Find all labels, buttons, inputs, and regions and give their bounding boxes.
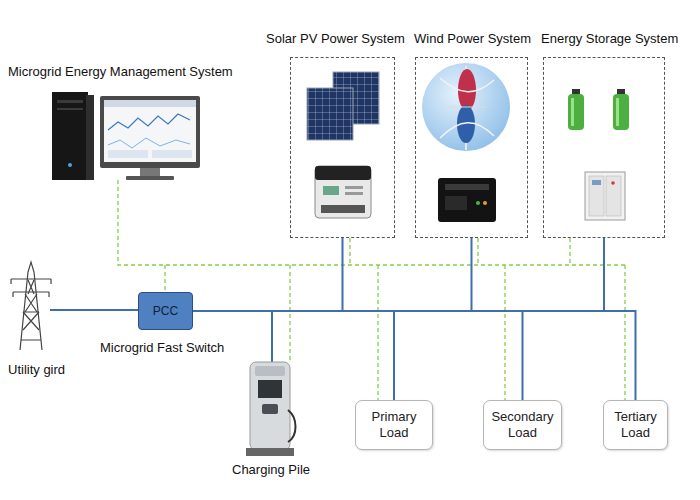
charge-controller: [315, 166, 371, 180]
ems-computer: [108, 150, 148, 158]
ems-computer: [57, 100, 83, 103]
load-box: Primary Load: [355, 400, 433, 450]
comm-line: [289, 265, 290, 360]
storage-cabinet: [585, 172, 625, 220]
utility-tower: [11, 262, 51, 350]
group-heading: Solar PV Power System: [266, 31, 405, 46]
switch-box: PCC: [138, 292, 193, 330]
comm-line: [118, 180, 628, 400]
charge-controller: [321, 205, 365, 213]
charging-pile: [246, 362, 296, 456]
wind-inverter: [483, 201, 487, 205]
text-label: Utility gird: [8, 362, 65, 377]
ems-computer: [86, 95, 94, 180]
utility-tower: [23, 280, 39, 330]
power-line: [193, 238, 604, 311]
power-line: [193, 238, 343, 311]
text-label: Charging Pile: [232, 462, 310, 477]
battery: [568, 89, 629, 130]
storage-cabinet: [611, 181, 615, 185]
load-box: Tertiary Load: [603, 400, 668, 450]
ems-computer: [68, 163, 72, 167]
ems-computer: [140, 168, 160, 176]
charging-pile: [262, 404, 278, 414]
ems-computer: [52, 92, 88, 180]
ems-computer: [108, 114, 190, 130]
solar-panel: [307, 88, 353, 140]
power-wire: [50, 309, 138, 311]
node-label: PCC: [153, 304, 178, 318]
battery: [568, 94, 584, 130]
system-group: Energy Storage System: [543, 57, 665, 238]
battery: [571, 98, 574, 126]
power-line: [193, 311, 636, 400]
connector-group: [193, 238, 636, 400]
ems-computer: [100, 96, 200, 168]
battery: [616, 98, 619, 126]
node-label: Secondary Load: [490, 409, 555, 442]
system-group: Solar PV Power System: [290, 57, 395, 238]
power-wire: [271, 310, 273, 362]
charge-controller: [345, 186, 363, 189]
ems-computer: [152, 150, 192, 158]
power-line: [193, 311, 394, 400]
comm-line: [624, 265, 625, 400]
comm-line: [477, 238, 478, 265]
charging-pile: [288, 410, 296, 442]
storage-cabinet: [606, 176, 621, 216]
wind-inverter: [476, 201, 480, 205]
solar-panel: [307, 72, 379, 140]
group-heading: Wind Power System: [414, 31, 531, 46]
wind-turbine: [440, 78, 494, 92]
charging-pile: [250, 362, 290, 450]
text-label: Microgrid Fast Switch: [100, 340, 224, 355]
comm-line: [377, 265, 378, 400]
power-line: [193, 238, 472, 311]
comm-line: [569, 238, 570, 265]
system-group: Wind Power System: [415, 57, 528, 238]
power-line: [193, 311, 523, 400]
wind-turbine: [422, 63, 510, 151]
ems-computer: [52, 92, 200, 180]
wind-turbine: [446, 107, 486, 108]
comm-line: [349, 238, 350, 265]
ems-computer: [104, 100, 196, 107]
load-box: Secondary Load: [483, 400, 562, 450]
wind-inverter: [445, 196, 467, 210]
utility-tower: [21, 312, 41, 340]
charge-controller: [315, 166, 371, 218]
ems-computer: [104, 100, 196, 162]
group-heading: Energy Storage System: [541, 31, 678, 46]
ems-computer: [126, 176, 174, 180]
charge-controller: [323, 186, 339, 195]
node-label: Primary Load: [362, 409, 426, 442]
ems-computer: [57, 108, 83, 110]
text-label: Microgrid Energy Management System: [8, 64, 233, 79]
charge-controller: [345, 192, 363, 195]
storage-cabinet: [585, 172, 625, 220]
charging-pile: [255, 366, 285, 376]
wind-turbine: [440, 123, 494, 138]
storage-cabinet: [589, 176, 604, 216]
comm-line: [164, 265, 165, 292]
wind-inverter: [438, 178, 496, 222]
charge-controller: [315, 166, 371, 218]
battery: [613, 94, 629, 130]
wind-inverter: [438, 178, 496, 222]
wind-turbine: [422, 63, 510, 151]
node-label: Tertiary Load: [610, 409, 661, 442]
comm-line: [504, 265, 505, 400]
wind-inverter: [445, 184, 489, 190]
storage-cabinet: [592, 180, 601, 185]
utility-tower: [20, 262, 42, 350]
comm-line: [118, 180, 628, 265]
charging-pile: [246, 448, 294, 456]
charging-pile: [258, 380, 282, 398]
ems-computer: [108, 138, 190, 148]
